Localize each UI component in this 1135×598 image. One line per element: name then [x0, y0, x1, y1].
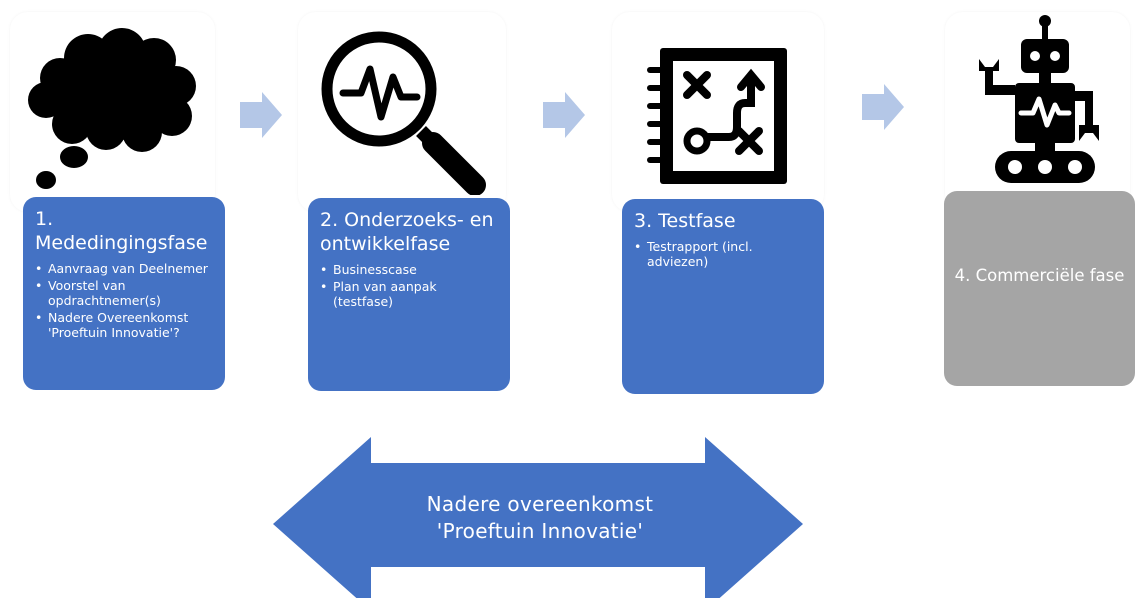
flow-arrow-1: [240, 92, 282, 138]
stage-box-1: 1. Mededingingsfase Aanvraag van Deelnem…: [23, 197, 225, 390]
stage-bullet-list: Businesscase Plan van aanpak (testfase): [320, 262, 498, 309]
stage-title: 2. Onderzoeks- en ontwikkelfase: [320, 209, 494, 255]
strategy-notebook-icon: [647, 48, 787, 184]
stage-bullet: Voorstel van opdrachtnemer(s): [35, 278, 213, 308]
double-arrow: [273, 437, 803, 598]
agreement-label-line2: 'Proeftuin Innovatie': [436, 519, 644, 543]
stage-title: 4. Commerciële fase: [954, 266, 1125, 285]
stage-bullet: Plan van aanpak (testfase): [320, 279, 498, 309]
agreement-label-line1: Nadere overeenkomst: [426, 492, 654, 516]
stage-bullet: Aanvraag van Deelnemer: [35, 261, 213, 276]
robot-icon: [979, 15, 1099, 183]
stage-title: 3. Testfase: [634, 210, 736, 232]
agreement-label: Nadere overeenkomst 'Proeftuin Innovatie…: [340, 491, 740, 545]
stage-box-4: 4. Commerciële fase: [944, 191, 1135, 386]
flow-arrow-2: [543, 92, 585, 138]
stage-title: 1. Mededingingsfase: [35, 208, 208, 254]
thought-cloud-icon: [28, 28, 196, 189]
stage-box-3: 3. Testfase Testrapport (incl. adviezen): [622, 199, 824, 394]
stage-box-2: 2. Onderzoeks- en ontwikkelfase Business…: [308, 198, 510, 391]
stage-bullet: Businesscase: [320, 262, 498, 277]
flow-arrow-3: [862, 84, 904, 130]
stage-bullet-list: Testrapport (incl. adviezen): [634, 239, 812, 269]
stage-bullet: Testrapport (incl. adviezen): [634, 239, 812, 269]
magnifier-pulse-icon: [321, 31, 486, 195]
stage-bullet-list: Aanvraag van Deelnemer Voorstel van opdr…: [35, 261, 213, 340]
stage-bullet: Nadere Overeenkomst 'Proeftuin Innovatie…: [35, 310, 213, 340]
